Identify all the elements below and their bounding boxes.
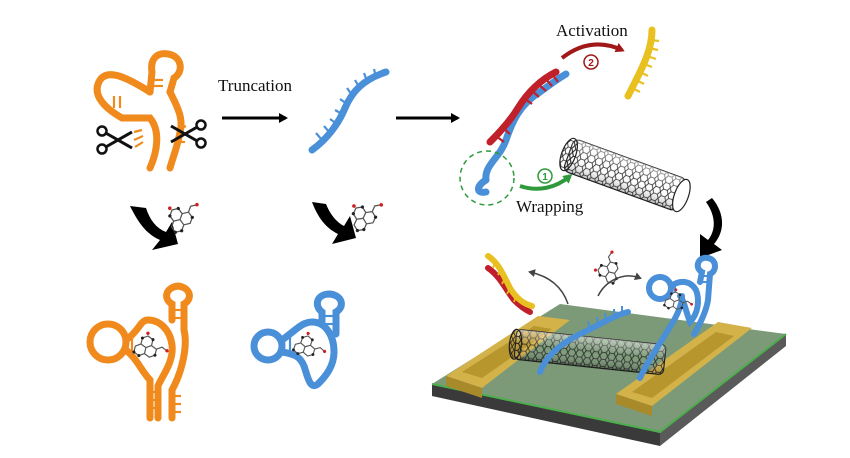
wrapped-aptamer-strand xyxy=(537,306,631,375)
wrapping-arrow xyxy=(519,174,573,191)
released-duplex xyxy=(485,253,535,315)
step-number-activation: 2 xyxy=(588,58,594,69)
activation-label: Activation xyxy=(556,21,628,40)
aptamer-duplex xyxy=(475,68,570,196)
step-badge-wrapping xyxy=(537,168,553,184)
fet-device xyxy=(431,304,787,446)
truncation-label: Truncation xyxy=(218,76,292,95)
folded-full-aptamer xyxy=(86,282,193,422)
binding-arrow xyxy=(597,272,642,297)
scissors-icon xyxy=(96,125,133,155)
step-number-wrapping: 1 xyxy=(542,172,548,183)
release-arrow xyxy=(528,269,569,305)
carbon-nanotube-icon xyxy=(559,137,691,213)
full-aptamer xyxy=(93,50,187,172)
curved-arrow-icon xyxy=(700,198,723,258)
scissors-icon xyxy=(170,119,207,149)
wrapping-region-highlight xyxy=(459,150,515,206)
truncated-aptamer-strand xyxy=(308,68,390,154)
folded-truncated-aptamer xyxy=(250,290,345,389)
curved-arrow-icon xyxy=(312,202,356,244)
molecule-icon xyxy=(589,249,625,290)
activation-arrow xyxy=(560,42,625,60)
wrapping-label: Wrapping xyxy=(516,197,584,216)
molecule-icon xyxy=(159,193,200,239)
released-complement-strand xyxy=(624,26,660,100)
folded-aptamer-on-device xyxy=(637,254,718,381)
carbon-nanotube-icon xyxy=(508,328,667,375)
step-badge-activation xyxy=(583,54,599,70)
curved-arrow-icon xyxy=(130,206,178,250)
